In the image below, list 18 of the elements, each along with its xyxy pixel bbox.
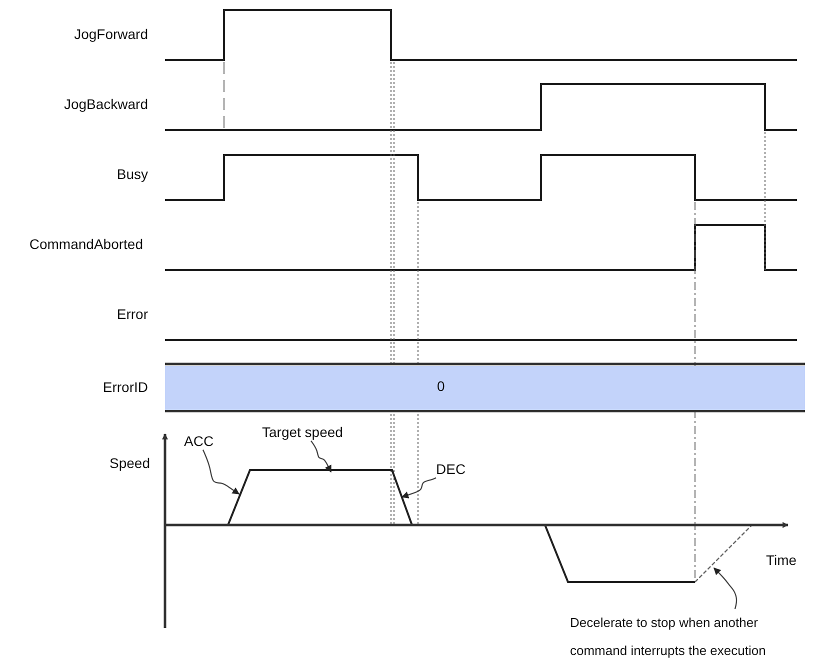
annotation-text: ACC bbox=[184, 433, 224, 450]
annotation-text: Target speed bbox=[262, 424, 362, 441]
axis-label: Time bbox=[766, 552, 797, 569]
signal-label: CommandAborted bbox=[29, 236, 143, 253]
axis-label: Speed bbox=[110, 455, 150, 472]
signal-label: JogBackward bbox=[64, 96, 148, 113]
value-text: 0 bbox=[437, 378, 445, 395]
signal-label: Error bbox=[116, 306, 148, 323]
annotation-text: DEC bbox=[436, 461, 476, 478]
signal-label: JogForward bbox=[74, 26, 148, 43]
leader-line bbox=[714, 568, 738, 610]
leader-line bbox=[401, 477, 436, 498]
value-band bbox=[165, 366, 805, 410]
leader-line bbox=[202, 450, 240, 494]
leader-line bbox=[310, 440, 332, 473]
annotation-text: Decelerate to stop when another command interrupts the execution bbox=[570, 609, 792, 659]
signal-label: ErrorID bbox=[102, 379, 148, 396]
signal-label: Busy bbox=[116, 166, 148, 183]
